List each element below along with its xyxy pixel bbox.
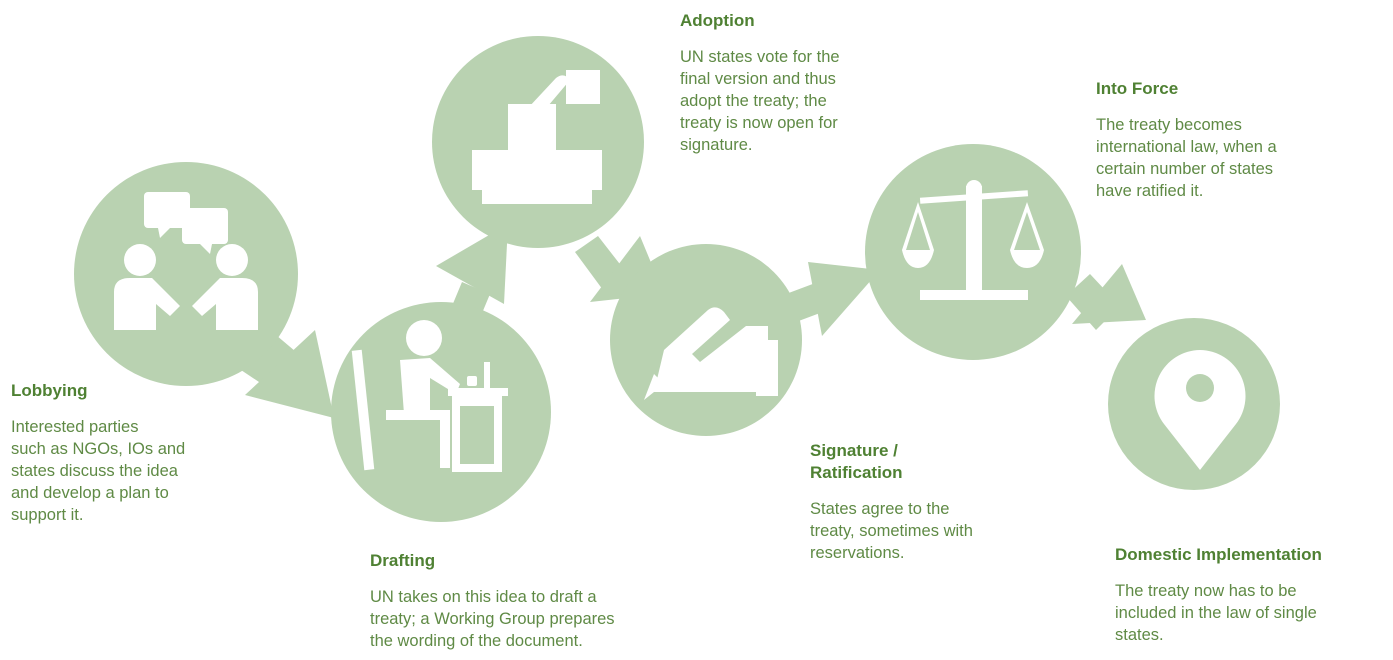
- location-pin-icon: [1154, 350, 1246, 470]
- adoption-text: Adoption UN states vote for the final ve…: [680, 10, 910, 156]
- implementation-description: The treaty now has to be included in the…: [1115, 582, 1317, 644]
- lobbying-text: Lobbying Interested parties such as NGOs…: [11, 380, 236, 526]
- drafting-title: Drafting: [370, 551, 436, 570]
- scales-of-justice-icon: [902, 180, 1044, 300]
- arrow-intoforce-to-implementation: [1066, 264, 1146, 330]
- signature-text: Signature / Ratification States agree to…: [810, 440, 1040, 564]
- intoforce-text: Into Force The treaty becomes internatio…: [1096, 78, 1356, 202]
- ballot-box-icon: [472, 70, 602, 204]
- arrow-lobbying-to-drafting: [238, 330, 334, 418]
- drafting-description: UN takes on this idea to draft a treaty;…: [370, 588, 615, 650]
- adoption-title: Adoption: [680, 11, 755, 30]
- intoforce-description: The treaty becomes international law, wh…: [1096, 116, 1277, 200]
- implementation-text: Domestic Implementation The treaty now h…: [1115, 544, 1391, 646]
- drafting-text: Drafting UN takes on this idea to draft …: [370, 550, 670, 652]
- signature-title: Signature / Ratification: [810, 441, 903, 482]
- hand-signing-icon: [644, 307, 778, 400]
- intoforce-title: Into Force: [1096, 79, 1179, 98]
- implementation-title: Domestic Implementation: [1115, 545, 1322, 564]
- lobbying-description: Interested parties such as NGOs, IOs and…: [11, 418, 186, 524]
- adoption-description: UN states vote for the final version and…: [680, 48, 840, 154]
- flow-arrows: [238, 224, 1146, 418]
- person-writing-at-desk-icon: [351, 320, 508, 472]
- people-discussion-icon: [114, 192, 258, 330]
- signature-description: States agree to the treaty, sometimes wi…: [810, 500, 973, 562]
- lobbying-title: Lobbying: [11, 381, 88, 400]
